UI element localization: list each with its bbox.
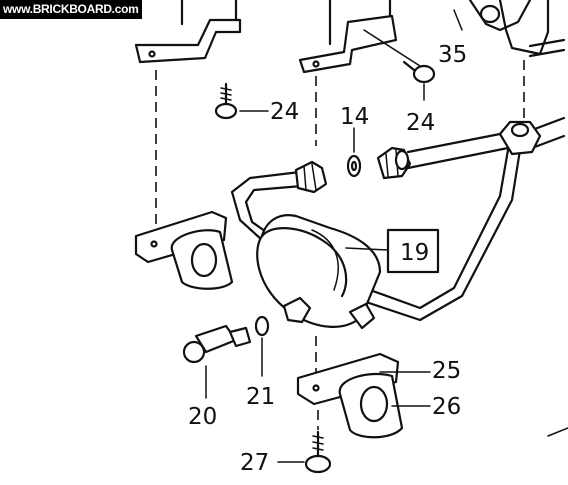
- callout-26: 26: [432, 394, 461, 420]
- bolt-24-right: [402, 60, 436, 101]
- pipe-union-nut: [498, 120, 542, 156]
- callout-19: 19: [400, 240, 429, 266]
- callout-24-right: 24: [406, 110, 435, 136]
- callout-20: 20: [188, 404, 217, 430]
- upper-left-bracket: [134, 0, 242, 64]
- bolt-27: [277, 430, 332, 474]
- upper-middle-bracket: [298, 0, 421, 74]
- inlet-fuel-line: [230, 170, 304, 242]
- watermark: www.BRICKBOARD.com: [0, 0, 142, 19]
- fuel-filter: [256, 214, 382, 330]
- fuel-line: [358, 116, 566, 322]
- callout-14: 14: [340, 104, 369, 130]
- washer-14: [346, 127, 362, 178]
- banjo-fitting-right: [376, 146, 412, 180]
- o-ring-21: [254, 315, 270, 377]
- callout-19-box: [345, 228, 440, 274]
- callout-27: 27: [240, 450, 269, 476]
- callout-25: 25: [432, 358, 461, 384]
- right-edge-line: [547, 427, 568, 437]
- pressure-sensor-20: [182, 324, 252, 399]
- upper-right-fitting: [453, 0, 566, 58]
- lower-mount-bracket: [296, 352, 431, 439]
- banjo-fitting-left: [294, 160, 328, 194]
- callout-21: 21: [246, 384, 275, 410]
- callout-24-left: 24: [270, 99, 299, 125]
- bolt-24-left: [214, 82, 269, 120]
- callout-35: 35: [438, 42, 467, 68]
- left-mount-bracket: [134, 210, 234, 290]
